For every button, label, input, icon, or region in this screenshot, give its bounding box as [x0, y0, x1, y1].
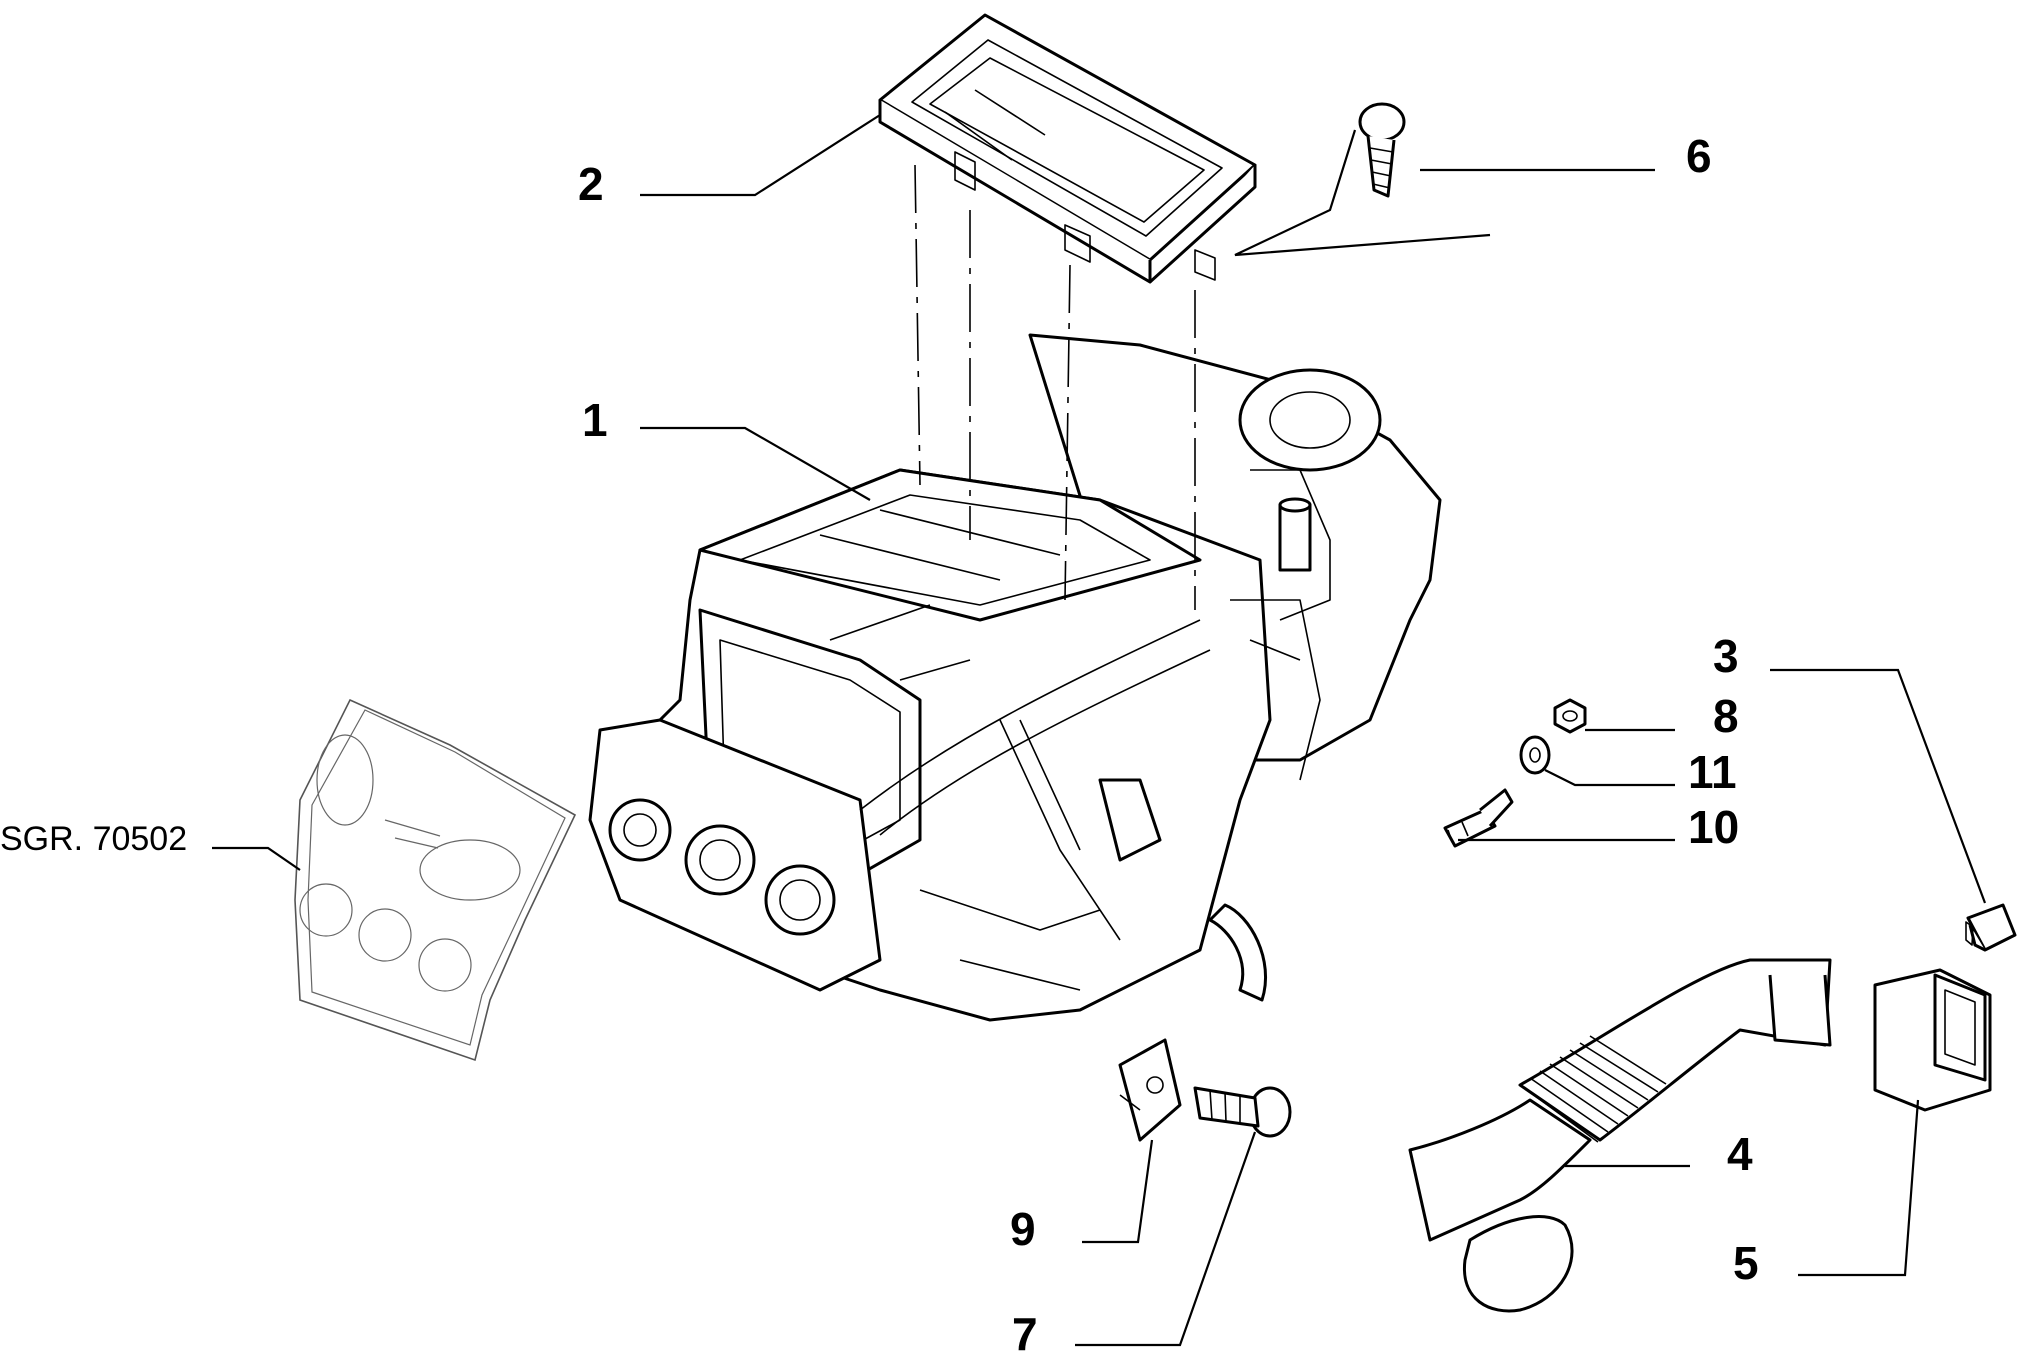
bolt-part-7 — [1193, 1086, 1292, 1138]
nut-part-8 — [1553, 698, 1587, 734]
washer-part-11 — [1519, 735, 1551, 775]
part-label-5: 5 — [1733, 1237, 1759, 1289]
part-labels: 1 2 3 4 5 6 7 8 9 10 11 SGR. 70502 — [0, 130, 1759, 1351]
leader-lines — [212, 114, 1987, 1347]
leader-part-7 — [1075, 1131, 1257, 1347]
part-label-8: 8 — [1713, 690, 1739, 742]
leader-ref-label — [212, 846, 301, 871]
clip-part-9 — [1118, 1038, 1182, 1142]
control-panel-bezel-ghost — [294, 698, 577, 1062]
part-label-6: 6 — [1686, 130, 1712, 182]
hvac-unit-part-1 — [588, 333, 1442, 1022]
part-label-10: 10 — [1688, 801, 1739, 853]
part-label-7: 7 — [1012, 1308, 1038, 1351]
leader-part-9 — [1082, 1139, 1154, 1244]
part-label-3: 3 — [1713, 630, 1739, 682]
part-label-1: 1 — [582, 394, 608, 446]
part-label-11: 11 — [1688, 746, 1737, 798]
connector-part-5 — [1873, 968, 1992, 1112]
part-label-9: 9 — [1010, 1203, 1036, 1255]
leader-part-5 — [1798, 1099, 1920, 1277]
leader-part-2 — [640, 114, 881, 197]
assembly-lines — [914, 164, 1196, 610]
part-label-2: 2 — [578, 158, 604, 210]
leader-part-3 — [1770, 668, 1987, 904]
screw-part-6 — [1358, 102, 1406, 198]
duct-part-4 — [1408, 958, 1832, 1313]
leader-part-6-extra — [1234, 129, 1491, 257]
filter-cover-part-2 — [878, 13, 1257, 284]
bolt-part-3 — [1965, 903, 2017, 952]
bolt-part-10 — [1443, 788, 1514, 848]
leader-part-11 — [1544, 769, 1675, 787]
part-label-4: 4 — [1727, 1128, 1753, 1180]
reference-label: SGR. 70502 — [0, 820, 187, 858]
leader-part-1 — [640, 426, 871, 501]
